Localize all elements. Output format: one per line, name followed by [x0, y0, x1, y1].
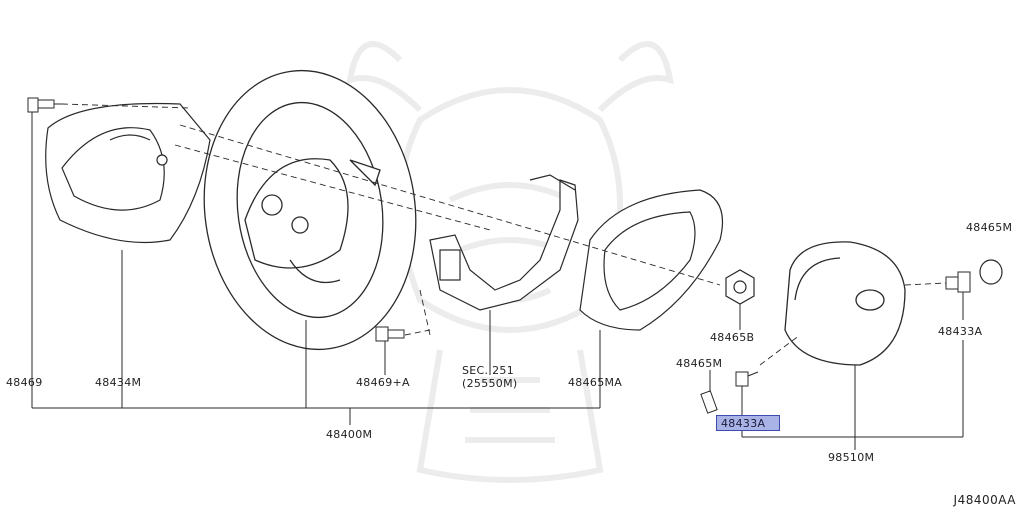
diagram-code: J48400AA	[953, 493, 1016, 507]
label-98510M: 98510M	[828, 451, 875, 464]
nut-48465B	[725, 269, 755, 305]
finisher-48465MA	[579, 189, 724, 331]
label-48465M-right: 48465M	[966, 221, 1013, 234]
screw-48469A	[375, 326, 405, 342]
label-sec251-sub: (25550M)	[462, 377, 518, 390]
label-48433A-right: 48433A	[938, 325, 983, 338]
switch-bracket-sec251	[429, 174, 579, 311]
highlighted-part-48433A[interactable]: 48433A	[716, 415, 780, 431]
screw-48433A-lower	[700, 371, 759, 414]
label-48469A: 48469+A	[356, 376, 410, 389]
screw-48469	[27, 97, 62, 113]
cap-48465M-right	[979, 259, 1003, 285]
leader-lines	[31, 112, 964, 450]
label-48434M: 48434M	[95, 376, 142, 389]
label-48465M-left: 48465M	[676, 357, 723, 370]
label-sec251: SEC. 251	[462, 364, 515, 377]
alignment-lines	[61, 103, 947, 366]
label-48400M: 48400M	[326, 428, 373, 441]
airbag-98510M	[784, 241, 906, 366]
screw-48433A-right	[945, 271, 971, 293]
steering-wheel-48400M	[203, 69, 417, 351]
label-48469: 48469	[6, 376, 43, 389]
cover-48434M	[45, 102, 211, 244]
label-48465B: 48465B	[710, 331, 755, 344]
label-48465MA: 48465MA	[568, 376, 623, 389]
highlighted-part-label: 48433A	[721, 417, 766, 430]
